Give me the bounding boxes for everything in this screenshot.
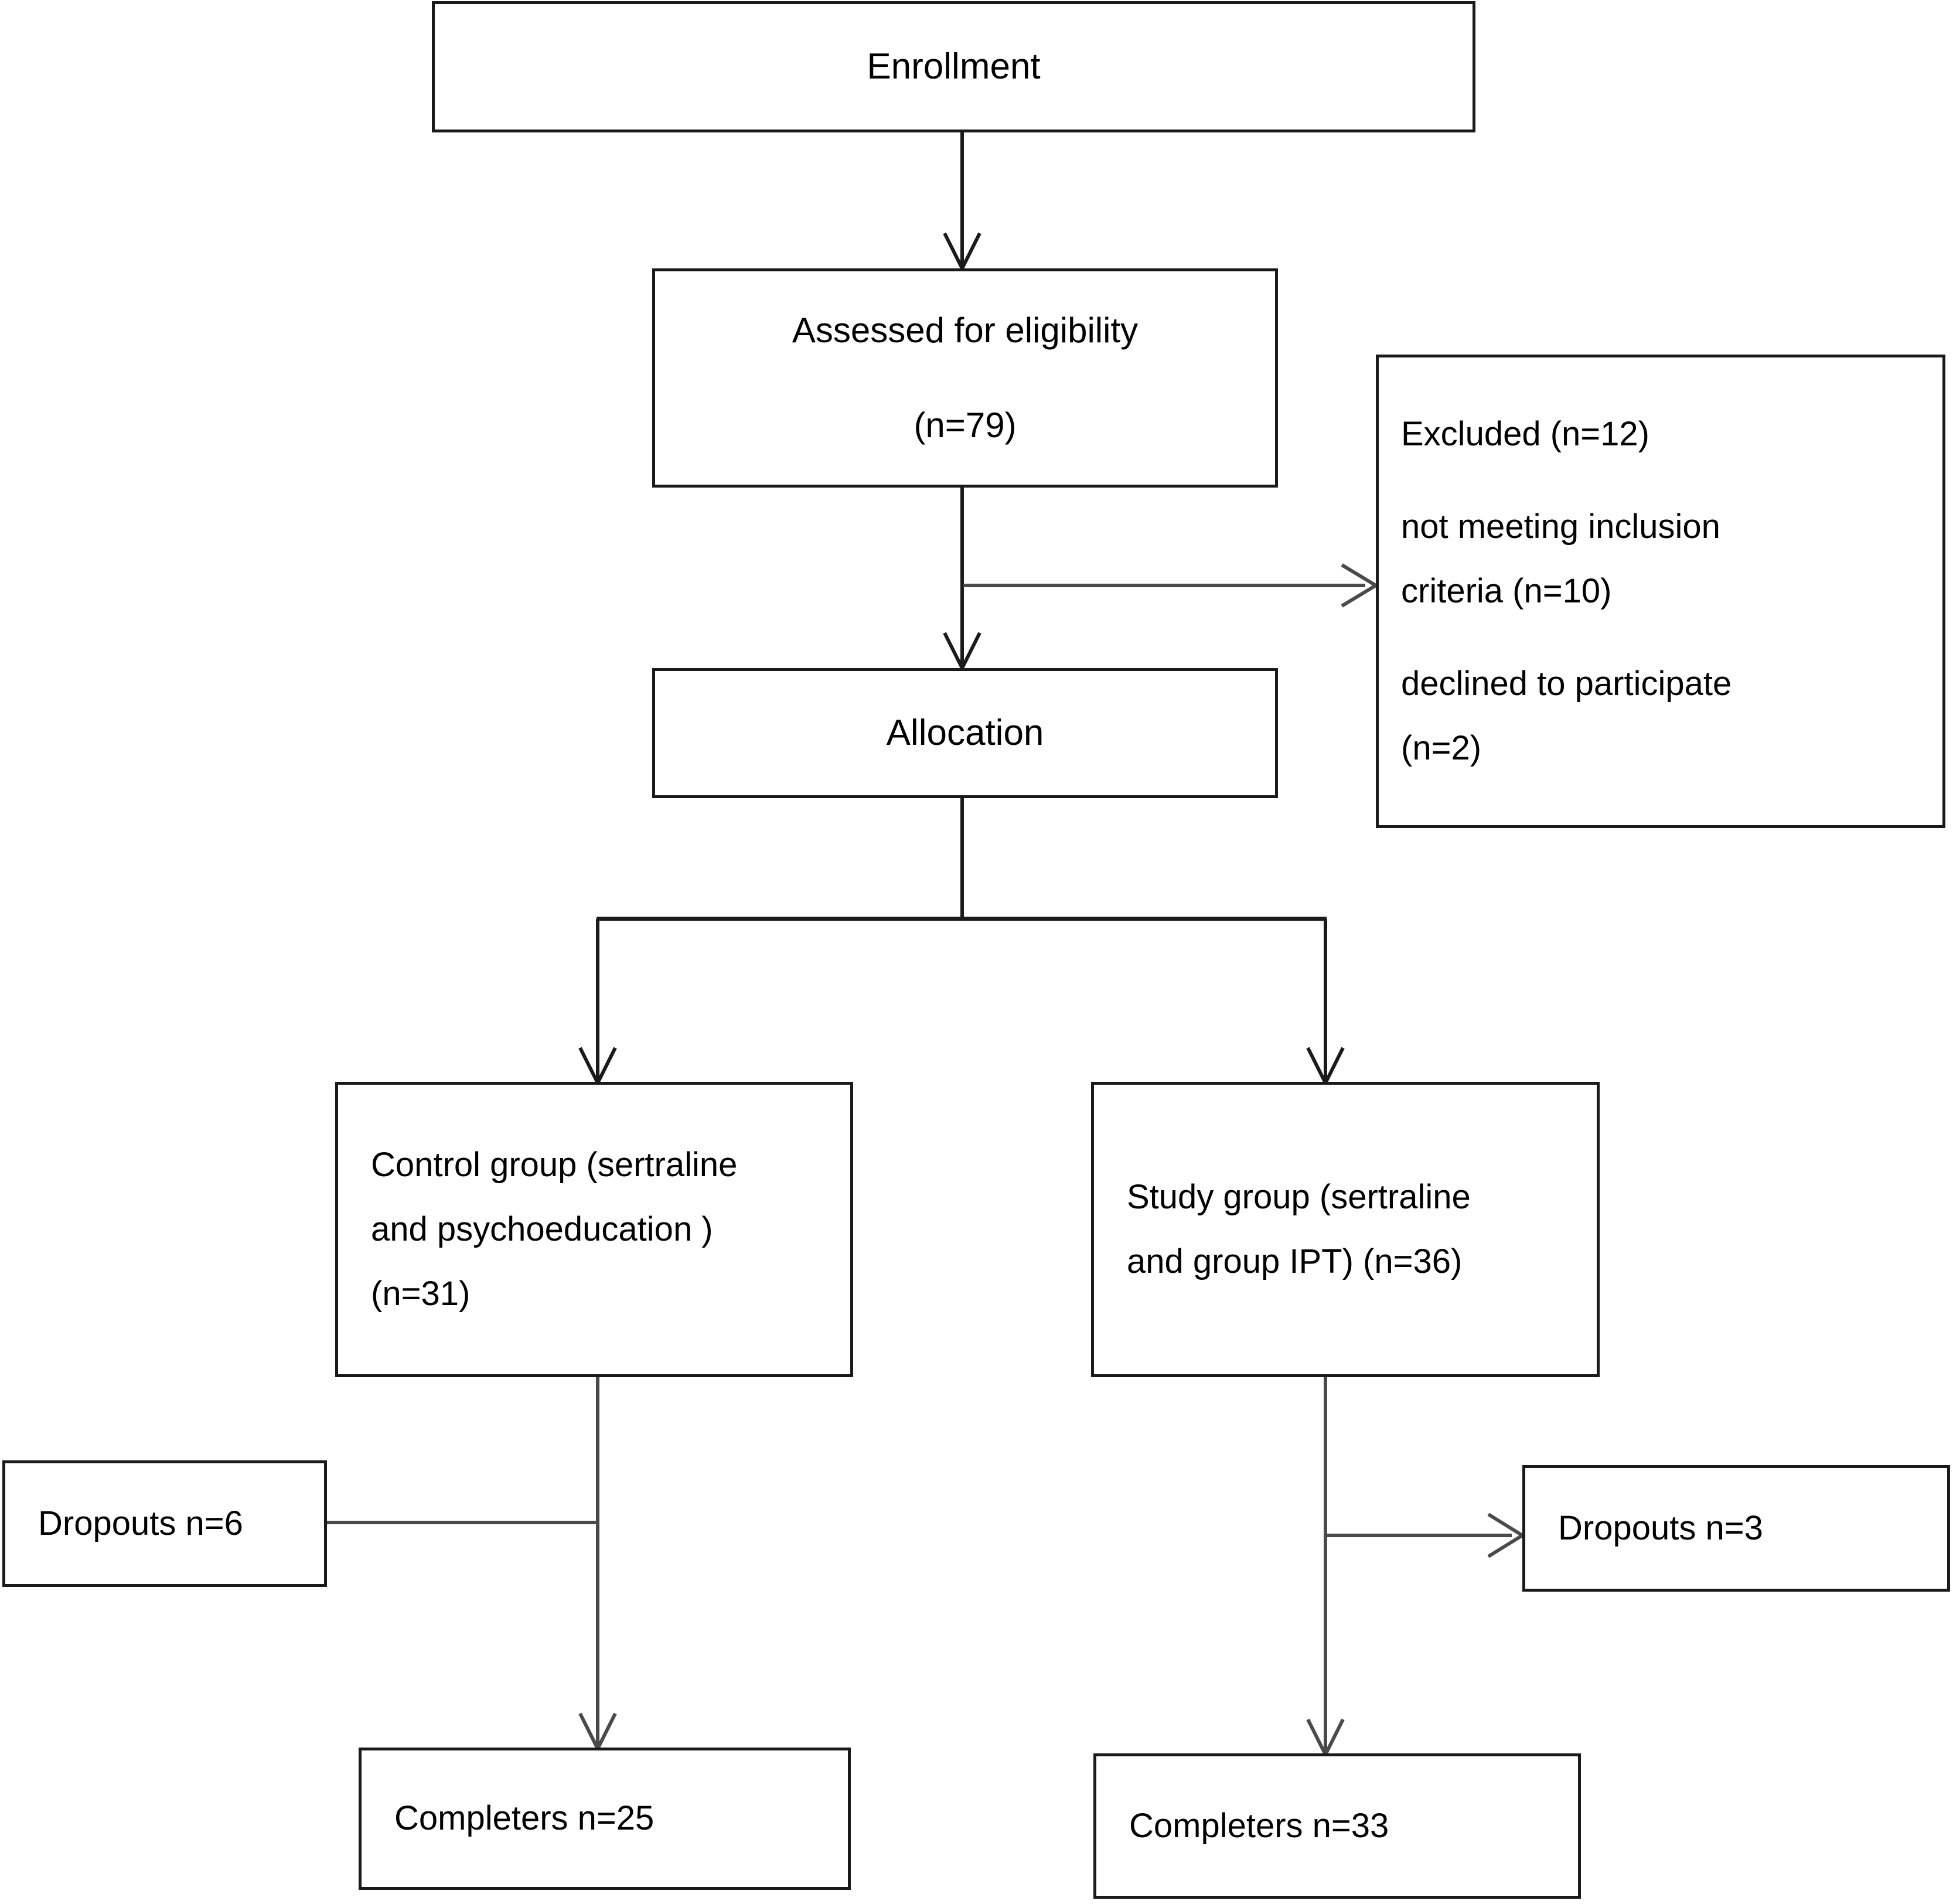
completers-study-label: Completers n=33 [1129,1806,1389,1845]
edge-allocation-to-control-group [578,919,617,1087]
node-dropouts-study[interactable]: Dropouts n=3 [1522,1465,1950,1592]
node-excluded[interactable]: Excluded (n=12) not meeting inclusion cr… [1376,355,1945,828]
dropouts-study-label: Dropouts n=3 [1558,1508,1763,1547]
control-group-line2: and psychoeducation ) [371,1210,713,1248]
node-assessed-for-eligibility[interactable]: Assessed for eligibility (n=79) [652,268,1278,488]
completers-control-label: Completers n=25 [394,1799,655,1838]
node-enrollment-label: Enrollment [867,46,1041,87]
edge-assessed-to-excluded [963,563,1379,608]
edge-study-group-to-dropouts [1325,1513,1526,1558]
node-completers-control[interactable]: Completers n=25 [359,1748,851,1890]
excluded-reason-declined-line1: declined to participate [1401,665,1732,703]
excluded-reason-inclusion-line1: not meeting inclusion [1401,507,1720,546]
dropouts-control-label: Dropouts n=6 [38,1504,243,1542]
edge-control-group-to-completers [578,1377,617,1753]
edge-study-group-to-completers [1306,1377,1345,1759]
control-group-line1: Control group (sertraline [371,1145,738,1184]
node-allocation-label: Allocation [886,713,1044,754]
node-enrollment[interactable]: Enrollment [432,1,1475,132]
node-allocation[interactable]: Allocation [652,668,1278,798]
edge-assessed-to-allocation [943,488,981,672]
node-dropouts-control[interactable]: Dropouts n=6 [2,1460,327,1587]
assessed-count: (n=79) [914,406,1017,445]
edge-enrollment-to-assessed [943,132,981,273]
study-group-line1: Study group (sertraline [1127,1177,1471,1216]
excluded-reason-inclusion-line2: criteria (n=10) [1401,571,1612,610]
assessed-title: Assessed for eligibility [792,311,1139,350]
study-group-line2: and group IPT) (n=36) [1127,1242,1463,1280]
node-study-group[interactable]: Study group (sertraline and group IPT) (… [1091,1082,1600,1377]
node-control-group[interactable]: Control group (sertraline and psychoeduc… [335,1082,853,1377]
edge-allocation-split [597,798,1327,921]
excluded-total: Excluded (n=12) [1401,414,1649,453]
edge-allocation-to-study-group [1306,919,1345,1087]
excluded-reason-declined-line2: (n=2) [1401,729,1482,768]
control-group-count: (n=31) [371,1275,471,1313]
node-completers-study[interactable]: Completers n=33 [1093,1753,1581,1899]
